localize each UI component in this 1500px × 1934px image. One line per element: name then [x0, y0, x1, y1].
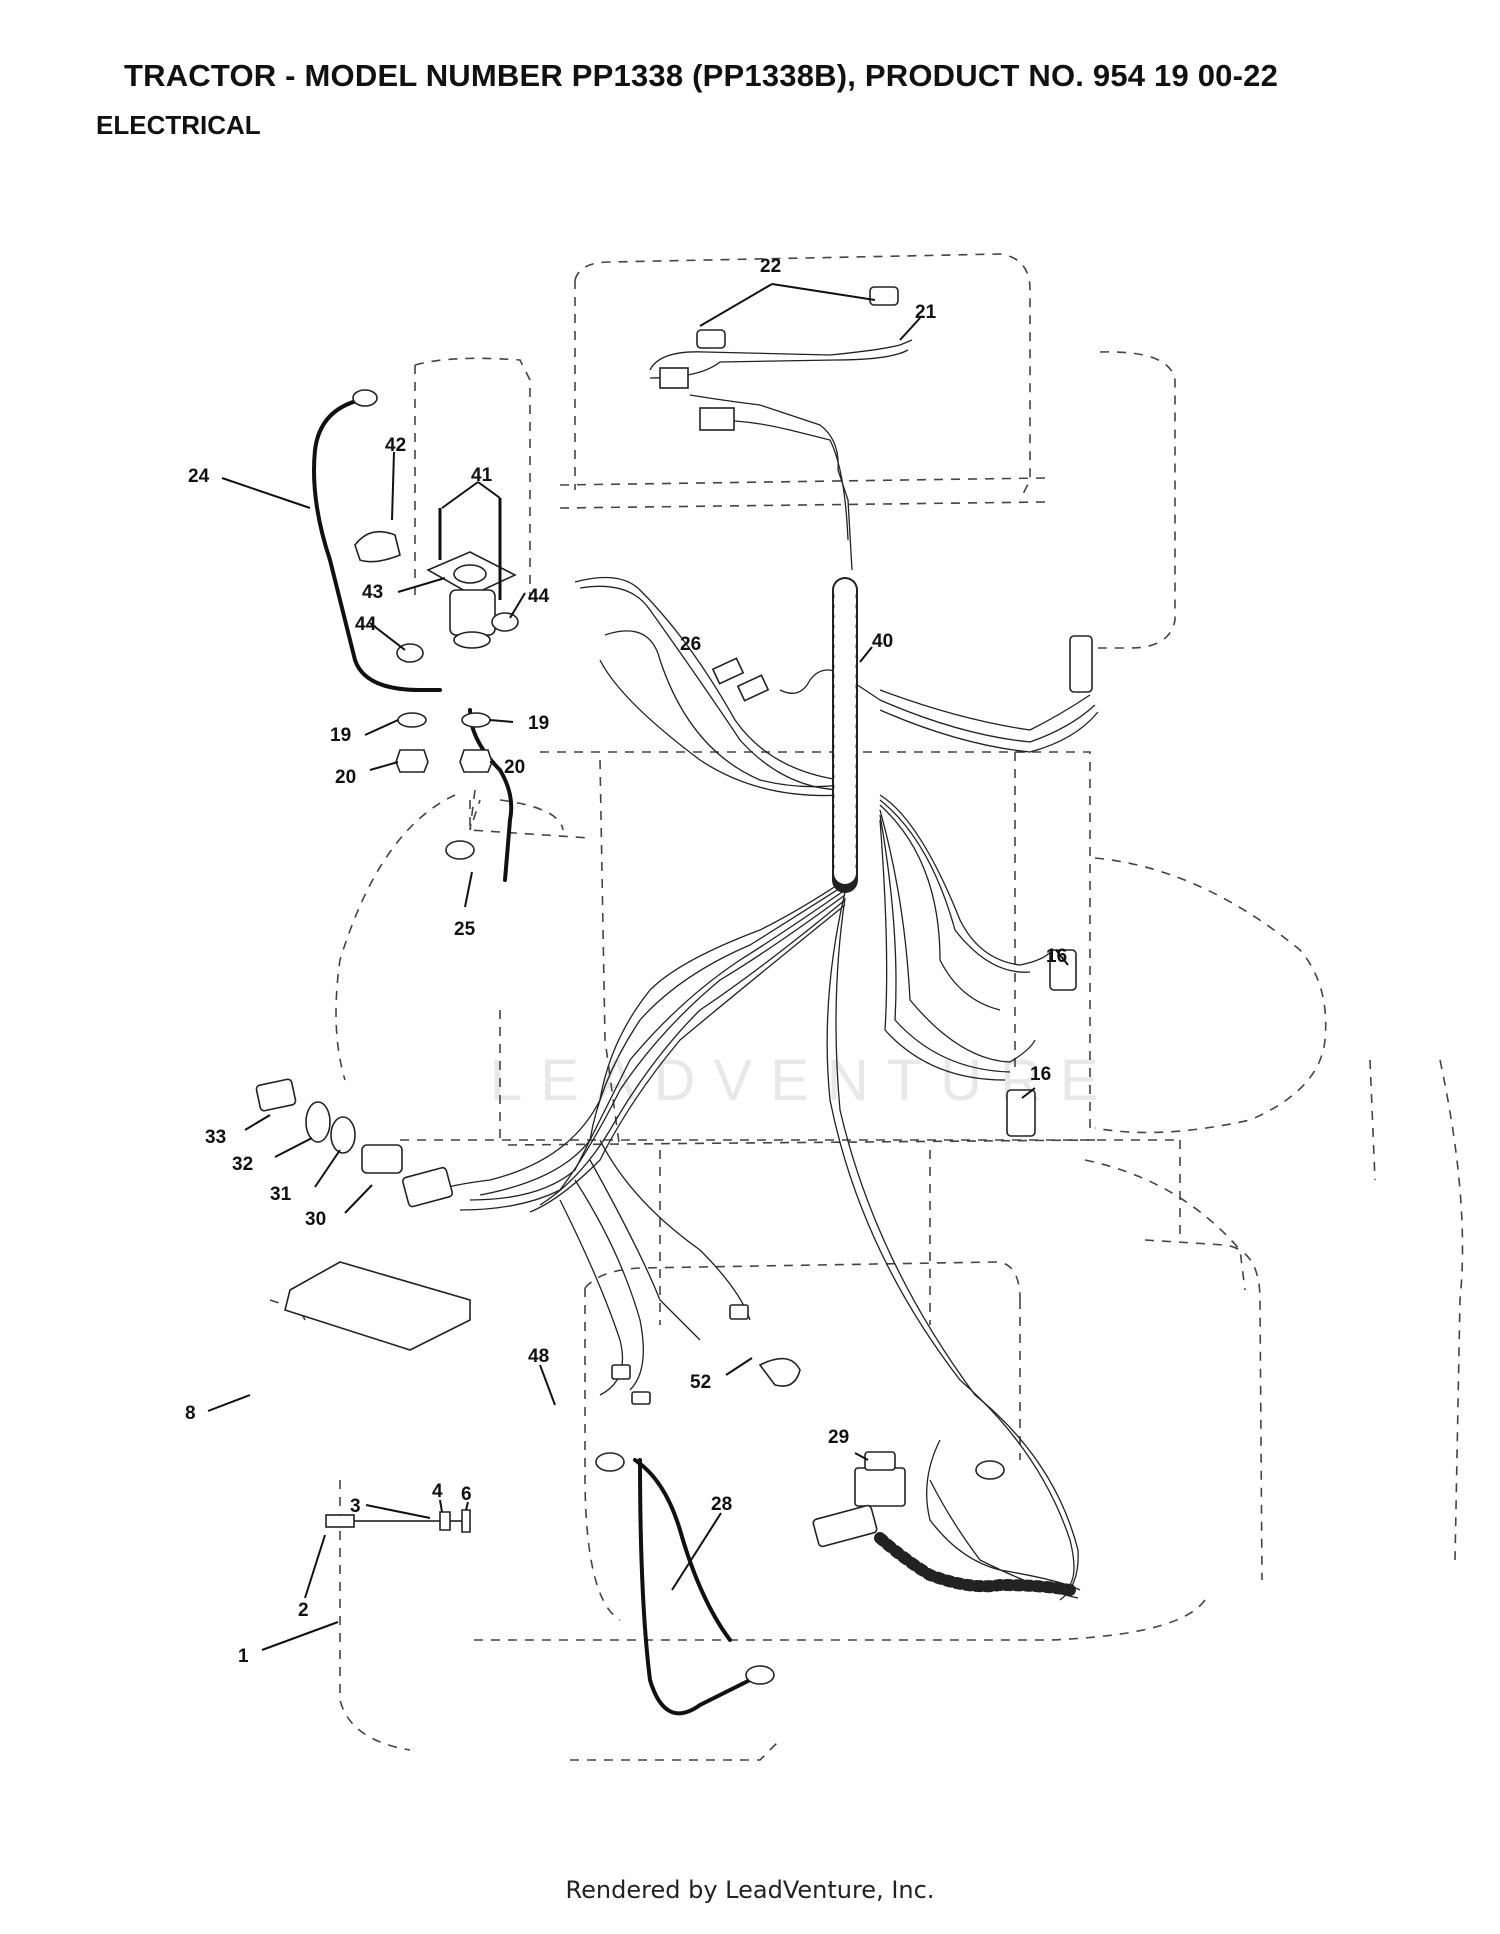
callout-20a: 20 — [335, 767, 356, 788]
callout-24: 24 — [188, 466, 210, 487]
footer-credit: Rendered by LeadVenture, Inc. — [565, 1876, 935, 1904]
callout-44b: 44 — [528, 586, 550, 607]
page-title: TRACTOR - MODEL NUMBER PP1338 (PP1338B),… — [124, 58, 1279, 93]
callout-41: 41 — [471, 465, 493, 486]
callout-4: 4 — [432, 1481, 443, 1502]
callout-16a: 16 — [1046, 946, 1067, 967]
callout-20b: 20 — [504, 757, 525, 778]
ring-terminal — [352, 389, 378, 407]
callout-16b: 16 — [1030, 1064, 1051, 1085]
callout-3: 3 — [350, 1496, 361, 1517]
callout-19a: 19 — [330, 725, 351, 746]
callout-21: 21 — [915, 302, 937, 323]
callout-44a: 44 — [355, 614, 377, 635]
harness-plug — [699, 407, 735, 431]
wiring-harness — [439, 339, 1099, 1601]
harness-plug — [659, 367, 689, 389]
light-socket — [869, 286, 899, 306]
coiled-loom — [832, 577, 1076, 1596]
ring-terminal — [595, 1452, 625, 1472]
callout-40: 40 — [872, 631, 893, 652]
leader-lines — [207, 283, 1069, 1651]
ring-terminal — [745, 1665, 775, 1685]
components — [255, 286, 1093, 1685]
callout-43: 43 — [362, 582, 383, 603]
callout-19b: 19 — [528, 713, 549, 734]
callout-1: 1 — [238, 1646, 249, 1667]
ring-terminal — [445, 840, 475, 860]
callout-31: 31 — [270, 1184, 292, 1205]
regulator — [812, 1451, 906, 1548]
solenoid — [426, 551, 517, 649]
callout-labels: 22 21 24 42 41 43 44 44 26 40 19 19 20 2… — [185, 256, 1067, 1667]
callout-6: 6 — [461, 1484, 472, 1505]
callout-32: 32 — [232, 1154, 253, 1175]
callout-28: 28 — [711, 1494, 732, 1515]
callout-30: 30 — [305, 1209, 326, 1230]
callout-22: 22 — [760, 256, 781, 277]
cables — [312, 398, 762, 1716]
callout-26: 26 — [680, 634, 701, 655]
section-title: ELECTRICAL — [96, 110, 261, 140]
callout-42: 42 — [385, 435, 406, 456]
callout-2: 2 — [298, 1600, 309, 1621]
light-socket — [696, 329, 726, 349]
callout-52: 52 — [690, 1372, 711, 1393]
callout-29: 29 — [828, 1427, 849, 1448]
ring-terminal — [975, 1460, 1005, 1480]
callout-8: 8 — [185, 1403, 196, 1424]
callout-25: 25 — [454, 919, 476, 940]
callout-33: 33 — [205, 1127, 226, 1148]
callout-48: 48 — [528, 1346, 549, 1367]
